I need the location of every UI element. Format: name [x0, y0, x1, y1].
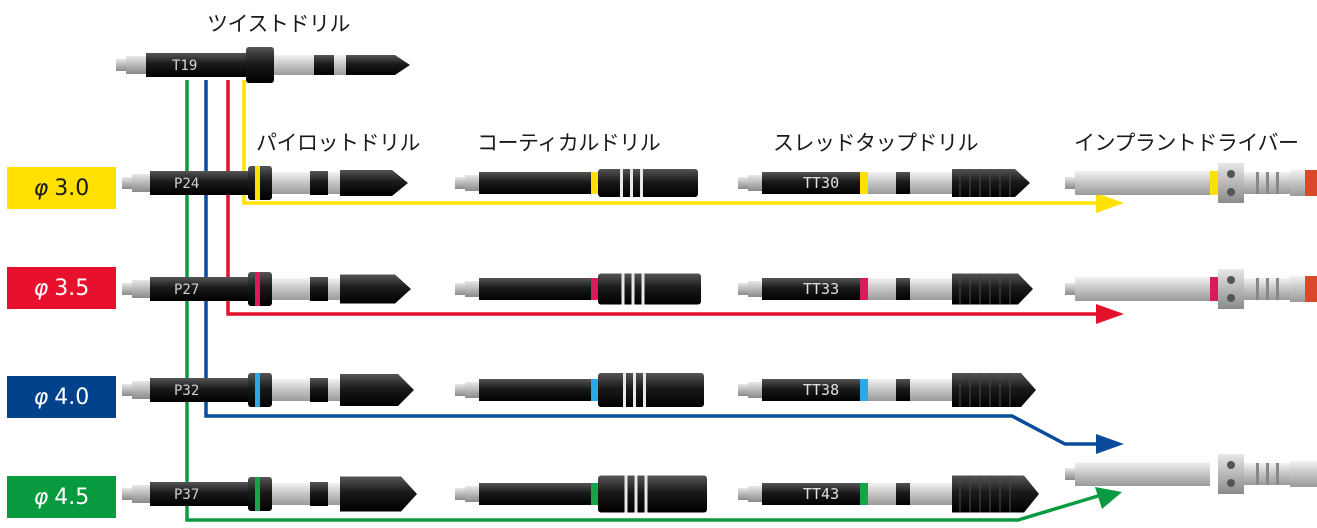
cortical-drill-instrument: [455, 169, 698, 197]
thread-tap-drill-instrument: TT38: [738, 373, 1036, 407]
cortical-drill-instrument: [455, 373, 704, 407]
tap-drill-code: TT38: [803, 381, 839, 399]
pilot-drill-instrument: P32: [122, 373, 414, 407]
phi-symbol: φ: [33, 275, 49, 301]
header-implant-driver: インプラントドライバー: [1074, 131, 1299, 155]
cortical-drill-instrument: [455, 475, 707, 513]
implant-driver-instrument: [1065, 454, 1317, 494]
header-pilot-drill: パイロットドリル: [256, 131, 421, 155]
phi-symbol: φ: [33, 384, 49, 410]
twist-drill-instrument: T19: [116, 47, 410, 83]
header-twist-drill: ツイストドリル: [207, 12, 350, 36]
thread-tap-drill-instrument: TT33: [738, 273, 1033, 305]
thread-tap-drill-instrument: TT30: [738, 169, 1030, 197]
pilot-drill-code: P37: [174, 487, 199, 503]
arrow-3-0: [1096, 193, 1124, 213]
tap-drill-code: TT30: [803, 174, 839, 192]
header-cortical-drill: コーティカルドリル: [477, 131, 661, 155]
twist-drill-code: T19: [172, 58, 197, 74]
header-thread-tap-drill: スレッドタップドリル: [773, 131, 979, 155]
size-value: 4.0: [54, 384, 90, 410]
arrow-4-5: [1095, 487, 1122, 509]
thread-tap-drill-instrument: TT43: [738, 475, 1039, 513]
implant-driver-instrument: [1065, 269, 1317, 309]
pilot-drill-code: P24: [174, 176, 199, 192]
pilot-drill-instrument: P37: [122, 476, 417, 512]
line-3-5: [226, 80, 1098, 316]
phi-symbol: φ: [33, 484, 49, 510]
size-value: 4.5: [54, 484, 90, 510]
implant-driver-instrument: [1065, 163, 1317, 203]
pilot-drill-code: P27: [174, 282, 199, 298]
size-value: 3.0: [54, 175, 90, 201]
size-value: 3.5: [54, 275, 90, 301]
arrow-4-0: [1096, 434, 1124, 454]
arrow-3-5: [1096, 304, 1124, 324]
phi-symbol: φ: [33, 175, 49, 201]
pilot-drill-instrument: P27: [122, 272, 411, 306]
tap-drill-code: TT33: [803, 280, 839, 298]
pilot-drill-code: P32: [174, 383, 199, 399]
line-3-0: [242, 80, 1098, 205]
line-4-0: [204, 80, 1098, 446]
cortical-drill-instrument: [455, 273, 701, 305]
pilot-drill-instrument: P24: [122, 166, 408, 200]
tap-drill-code: TT43: [803, 485, 839, 503]
